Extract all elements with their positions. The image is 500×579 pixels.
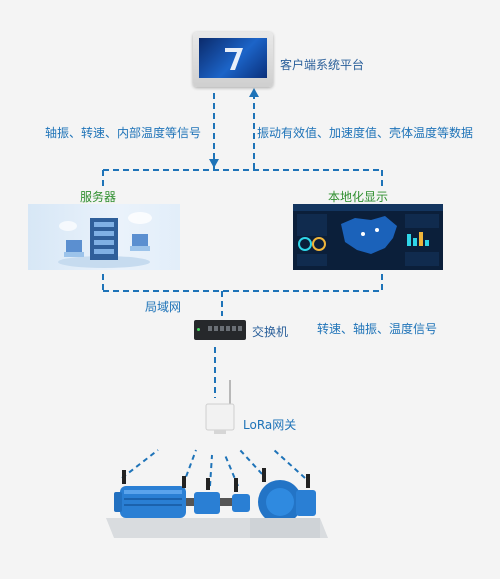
lora-gateway-icon	[205, 380, 235, 434]
map-dashboard-icon	[293, 204, 443, 266]
switch-signals-label: 转速、轴振、温度信号	[317, 322, 438, 336]
platform-label: 客户端系统平台	[280, 58, 365, 72]
touch-panel-icon	[199, 38, 267, 78]
display-panel	[293, 204, 443, 270]
display-label: 本地化显示	[328, 190, 389, 204]
lan-label: 局域网	[145, 300, 182, 314]
lora-gateway-label: LoRa网关	[243, 418, 297, 432]
switch-label: 交换机	[252, 325, 289, 339]
network-switch-icon	[194, 320, 246, 340]
server-panel	[28, 204, 180, 270]
server-label: 服务器	[80, 190, 117, 204]
arrow-up	[249, 88, 259, 97]
uplink-left-label: 轴振、转速、内部温度等信号	[45, 126, 202, 140]
uplink-right-label: 振动有效值、加速度值、壳体温度等数据	[257, 126, 474, 140]
platform-panel	[193, 32, 273, 87]
arrow-down	[209, 159, 219, 168]
server-rack-icon	[58, 212, 152, 268]
motor-pump-icon	[106, 468, 328, 538]
